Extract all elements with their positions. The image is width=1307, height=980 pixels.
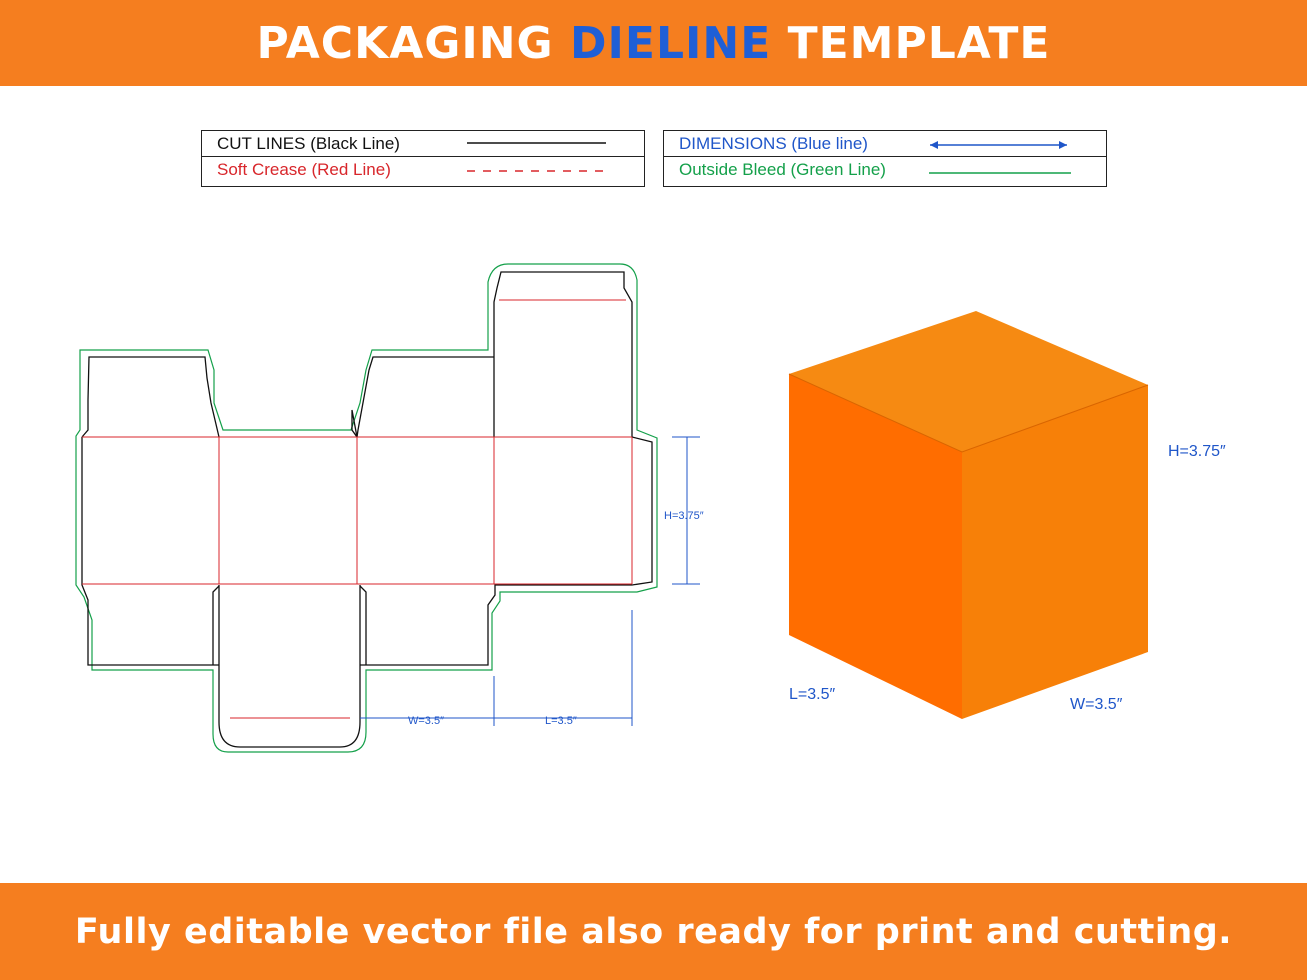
box-height-label: H=3.75″ <box>1168 443 1226 460</box>
box-right-face <box>962 385 1148 719</box>
box-top-edge <box>788 373 1149 453</box>
footer-banner: Fully editable vector file also ready fo… <box>0 883 1307 980</box>
box-length-label: L=3.5″ <box>789 686 835 703</box>
footer-text: Fully editable vector file also ready fo… <box>74 911 1233 952</box>
box-3d <box>788 311 1149 719</box>
legend-row-cut-lines: CUT LINES (Black Line) <box>202 131 644 157</box>
cut-line-sample <box>467 142 606 144</box>
soft-crease-label: Soft Crease (Red Line) <box>217 160 391 179</box>
dimension-lines <box>360 436 700 726</box>
title-word-template: TEMPLATE <box>787 17 1051 69</box>
legend-row-outside-bleed: Outside Bleed (Green Line) <box>664 157 1106 183</box>
outside-bleed-label: Outside Bleed (Green Line) <box>679 160 886 179</box>
dieline-length-label: L=3.5″ <box>545 715 577 727</box>
legend-left: CUT LINES (Black Line) Soft Crease (Red … <box>201 130 645 187</box>
box-width-label: W=3.5″ <box>1070 696 1123 713</box>
bleed-line-sample <box>929 172 1071 174</box>
cut-lines-label: CUT LINES (Black Line) <box>217 134 400 153</box>
box-top-face <box>789 311 1148 452</box>
legend-right: DIMENSIONS (Blue line) Outside Bleed (Gr… <box>663 130 1107 187</box>
box-left-face <box>789 374 962 719</box>
crease-line-sample <box>467 170 606 172</box>
dimensions-label: DIMENSIONS (Blue line) <box>679 134 868 153</box>
legend-row-soft-crease: Soft Crease (Red Line) <box>202 157 644 183</box>
cut-outline <box>81 271 653 748</box>
page-title: PACKAGING DIELINE TEMPLATE <box>257 18 1051 69</box>
legend-row-dimensions: DIMENSIONS (Blue line) <box>664 131 1106 157</box>
title-word-dieline: DIELINE <box>570 17 772 69</box>
dieline-width-label: W=3.5″ <box>408 715 444 727</box>
dieline-height-label: H=3.75″ <box>664 510 704 522</box>
cut-flap-side <box>212 409 367 665</box>
dimension-line-sample <box>930 141 1067 149</box>
header-banner: PACKAGING DIELINE TEMPLATE <box>0 0 1307 86</box>
crease-lines <box>82 299 633 719</box>
bleed-outline <box>75 263 658 753</box>
title-word-packaging: PACKAGING <box>256 17 554 69</box>
